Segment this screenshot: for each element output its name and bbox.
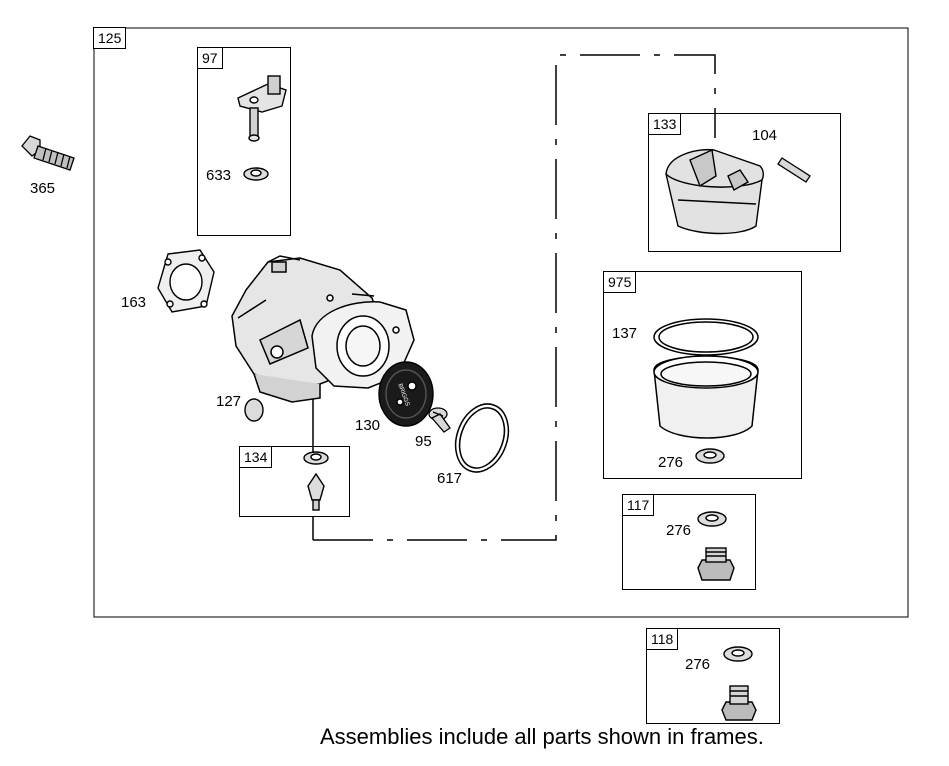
inlet-fitting-icon [237,75,287,142]
bowl-nut-kit-b-frame: 118 [646,628,780,724]
needle-kit-frame: 134 [239,446,350,517]
callout-screw: 95 [415,433,432,450]
frame-tag-main: 125 [93,27,127,49]
frame-tag-float-bowl: 133 [648,113,682,135]
callout-bolt: 365 [30,180,56,197]
bowl-nut-kit-a-frame: 117 [622,494,756,590]
washer-975-icon [695,448,725,464]
washer-117-icon [697,511,727,527]
float-bowl-kit-frame: 975 [603,271,802,479]
frame-125 [93,27,909,618]
inlet-kit-frame: 97 [197,47,291,236]
connector-lines [312,54,716,541]
main-frame: 125 [93,27,908,617]
needle-valve-icon [303,451,329,511]
callout-pin-104: 104 [752,127,778,144]
callout-washer-117: 276 [666,522,692,539]
throttle-plate-icon: BRIGGS [378,361,434,427]
pin-104-icon [777,157,811,183]
frame-tag-bowl-nut-kit-b: 118 [646,628,679,650]
frame-tag-inlet-kit: 97 [197,47,223,69]
drain-plug-118-icon [721,685,757,721]
screw-icon [428,407,451,433]
drain-plug-117-icon [697,547,735,581]
seal-633-icon [243,167,269,181]
frame-tag-bowl-nut-kit-a: 117 [622,494,655,516]
welch-plug-icon [244,398,264,422]
frame-tag-float-bowl-kit: 975 [603,271,637,293]
callout-gasket-137: 137 [612,325,638,342]
callout-o-ring: 617 [437,470,463,487]
callout-throttle-plate: 130 [355,417,381,434]
callout-washer-975: 276 [658,454,684,471]
float-bowl-icon [653,318,759,439]
mount-gasket-icon [157,249,215,313]
callout-welch-plug: 127 [216,393,242,410]
callout-washer-118: 276 [685,656,711,673]
callout-mount-gasket: 163 [121,294,147,311]
frame-tag-needle-kit: 134 [239,446,273,468]
float-bowl-frame: 133 [648,113,841,252]
callout-seal-633: 633 [206,167,232,184]
washer-118-icon [723,646,753,662]
float-icon [665,148,765,235]
assemblies-footnote: Assemblies include all parts shown in fr… [320,724,764,749]
o-ring-icon [454,403,510,473]
carburetor-body-icon [231,255,415,403]
bolt-icon [21,135,75,171]
